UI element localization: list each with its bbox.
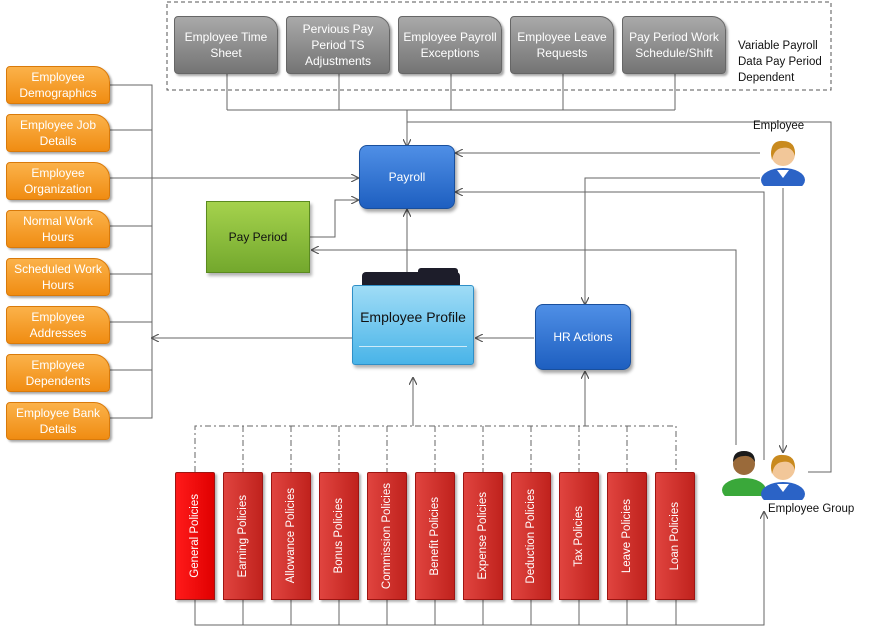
policy-bar: Earning Policies — [223, 472, 263, 600]
employee-profile-box: Employee Profile — [352, 285, 474, 365]
top-input-label: Pay Period Work Schedule/Shift — [629, 30, 719, 60]
attribute-label: Employee Job Details — [19, 118, 97, 148]
hr-actions-box: HR Actions — [535, 304, 631, 370]
attribute-box: Employee Bank Details — [6, 402, 110, 440]
attribute-label: Employee Dependents — [25, 358, 91, 388]
policy-label: Earning Policies — [237, 494, 249, 578]
employee-group-label: Employee Group — [768, 503, 855, 515]
policy-label: Bonus Policies — [333, 498, 345, 574]
top-input-label: Employee Leave Requests — [517, 30, 607, 60]
policy-label: Allowance Policies — [285, 488, 297, 584]
attribute-box: Employee Job Details — [6, 114, 110, 152]
pay-period-label: Pay Period — [228, 230, 288, 244]
policy-bar: Allowance Policies — [271, 472, 311, 600]
policy-bar: Deduction Policies — [511, 472, 551, 600]
policy-label: Tax Policies — [573, 505, 585, 567]
attribute-label: Employee Bank Details — [15, 406, 101, 436]
employee-label: Employee — [753, 120, 805, 132]
policy-label: General Policies — [189, 494, 201, 578]
attribute-box: Scheduled Work Hours — [6, 258, 110, 296]
top-input-box: Employee Time Sheet — [174, 16, 278, 74]
attribute-label: Employee Demographics — [19, 70, 97, 100]
attribute-box: Normal Work Hours — [6, 210, 110, 248]
policy-bar: Loan Policies — [655, 472, 695, 600]
hr-actions-label: HR Actions — [553, 330, 613, 344]
variable-payroll-note: Variable Payroll Data Pay Period Depende… — [738, 40, 822, 84]
attribute-label: Scheduled Work Hours — [14, 262, 102, 292]
employee-person-icon — [761, 140, 805, 186]
attribute-label: Employee Organization — [23, 166, 93, 196]
top-input-label: Employee Payroll Exceptions — [403, 30, 497, 60]
policy-bar: General Policies — [175, 472, 215, 600]
employee-group-icon — [722, 451, 766, 496]
pay-period-box: Pay Period — [206, 201, 310, 273]
top-input-box: Employee Leave Requests — [510, 16, 614, 74]
attribute-box: Employee Dependents — [6, 354, 110, 392]
attribute-box: Employee Addresses — [6, 306, 110, 344]
policy-label: Deduction Policies — [525, 488, 537, 584]
top-input-box: Pay Period Work Schedule/Shift — [622, 16, 726, 74]
attribute-box: Employee Demographics — [6, 66, 110, 104]
policy-label: Loan Policies — [669, 501, 681, 571]
top-input-label: Pervious Pay Period TS Adjustments — [302, 22, 374, 68]
payroll-box: Payroll — [359, 145, 455, 209]
employee-group-person-icon — [761, 454, 805, 500]
top-input-box: Pervious Pay Period TS Adjustments — [286, 16, 390, 74]
policy-bar: Commission Policies — [367, 472, 407, 600]
employee-profile-label: Employee Profile — [360, 309, 466, 325]
policy-label: Benefit Policies — [429, 496, 441, 576]
policy-bar: Tax Policies — [559, 472, 599, 600]
policy-label: Leave Policies — [621, 498, 633, 574]
top-input-label: Employee Time Sheet — [184, 30, 268, 60]
policy-bar: Expense Policies — [463, 472, 503, 600]
attribute-label: Employee Addresses — [29, 310, 87, 340]
policy-label: Expense Policies — [477, 492, 489, 580]
folder-back — [362, 272, 460, 286]
policy-bar: Leave Policies — [607, 472, 647, 600]
attribute-box: Employee Organization — [6, 162, 110, 200]
policy-label: Commission Policies — [381, 482, 393, 590]
policy-bar: Bonus Policies — [319, 472, 359, 600]
attribute-label: Normal Work Hours — [23, 214, 93, 244]
top-input-box: Employee Payroll Exceptions — [398, 16, 502, 74]
policy-bar: Benefit Policies — [415, 472, 455, 600]
payroll-label: Payroll — [388, 170, 426, 184]
